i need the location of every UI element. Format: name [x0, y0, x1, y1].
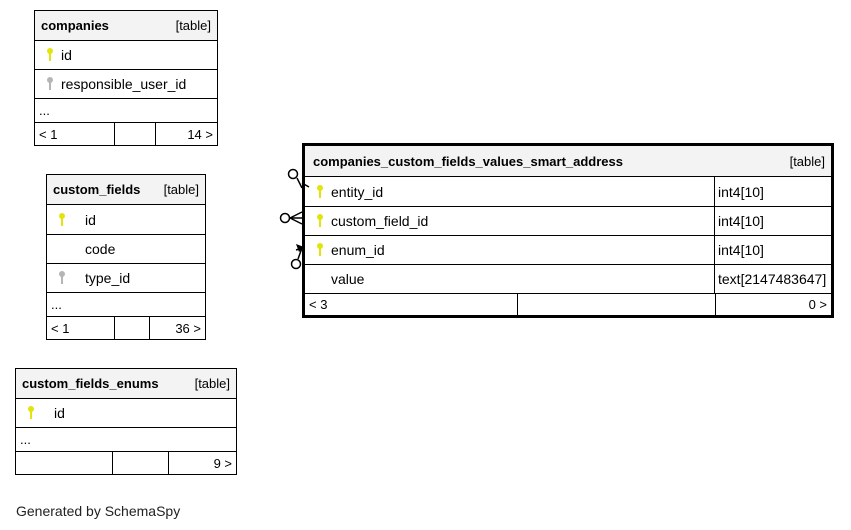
- children-count[interactable]: 14 >: [155, 123, 217, 145]
- footer-spacer: [114, 317, 149, 339]
- foreign-key-icon: [46, 77, 54, 91]
- column-row-enum_id[interactable]: enum_id int4[10]: [305, 236, 831, 265]
- more-columns-ellipsis: ...: [47, 293, 205, 317]
- column-name: code: [85, 241, 116, 257]
- generated-by-note: Generated by SchemaSpy: [16, 503, 181, 519]
- column-row-custom_field_id[interactable]: custom_field_id int4[10]: [305, 207, 831, 236]
- table-type: [table]: [175, 18, 211, 33]
- table-custom-fields[interactable]: custom_fields [table] id code type_id ..…: [46, 174, 206, 340]
- table-name: custom_fields_enums: [22, 376, 159, 391]
- children-count[interactable]: 36 >: [149, 317, 205, 339]
- more-columns-ellipsis: ...: [16, 428, 236, 452]
- column-name: responsible_user_id: [61, 76, 187, 92]
- parents-count[interactable]: < 1: [51, 320, 70, 336]
- more-columns-ellipsis: ...: [35, 99, 217, 123]
- table-companies-custom-fields-values-smart-address[interactable]: companies_custom_fields_values_smart_add…: [302, 143, 834, 318]
- foreign-key-icon: [58, 271, 66, 285]
- parents-count[interactable]: < 3: [309, 297, 328, 312]
- table-footer: 9 >: [16, 452, 236, 474]
- footer-spacer: [112, 452, 168, 474]
- primary-key-icon: [58, 212, 66, 227]
- column-name: entity_id: [331, 183, 384, 200]
- table-footer: < 1 14 >: [35, 123, 217, 145]
- column-row-id[interactable]: id: [47, 205, 205, 235]
- column-name: id: [85, 211, 96, 228]
- table-header: custom_fields [table]: [47, 175, 205, 205]
- table-name: companies: [41, 18, 109, 33]
- column-name: id: [54, 405, 65, 421]
- table-name: custom_fields: [53, 182, 141, 197]
- column-name: enum_id: [331, 242, 385, 258]
- column-row-entity_id[interactable]: entity_id int4[10]: [305, 177, 831, 207]
- optional-relation-circle: [290, 258, 302, 270]
- optional-relation-circle: [287, 168, 299, 180]
- table-footer: < 3 0 >: [305, 294, 831, 315]
- column-name: type_id: [85, 270, 131, 286]
- column-name: custom_field_id: [331, 213, 429, 229]
- table-type: [table]: [194, 376, 230, 391]
- column-row-type_id[interactable]: type_id: [47, 264, 205, 293]
- column-type: text[2147483647]: [718, 271, 827, 287]
- column-type: int4[10]: [718, 183, 764, 200]
- primary-key-icon: [316, 243, 324, 257]
- table-type: [table]: [163, 182, 199, 197]
- parents-count[interactable]: < 1: [39, 126, 58, 142]
- optional-relation-circle: [279, 212, 291, 224]
- column-name: id: [61, 47, 72, 63]
- primary-key-icon: [316, 214, 324, 228]
- table-name: companies_custom_fields_values_smart_add…: [313, 153, 623, 169]
- table-companies[interactable]: companies [table] id responsible_user_id…: [34, 10, 218, 146]
- column-row-responsible_user_id[interactable]: responsible_user_id: [35, 70, 217, 99]
- children-count[interactable]: 0 >: [715, 294, 831, 315]
- children-count[interactable]: 9 >: [168, 452, 236, 474]
- table-custom-fields-enums[interactable]: custom_fields_enums [table] id ... 9 >: [15, 368, 237, 475]
- column-row-id[interactable]: id: [16, 399, 236, 428]
- primary-key-icon: [316, 184, 324, 199]
- column-row-code[interactable]: code: [47, 235, 205, 264]
- table-header: custom_fields_enums [table]: [16, 369, 236, 399]
- table-type: [table]: [789, 153, 825, 169]
- table-footer: < 1 36 >: [47, 317, 205, 339]
- column-name: value: [331, 271, 365, 287]
- footer-spacer: [517, 294, 715, 315]
- primary-key-icon: [46, 48, 54, 62]
- crowfoot-many: [289, 211, 303, 225]
- table-header: companies [table]: [35, 11, 217, 41]
- column-row-id[interactable]: id: [35, 41, 217, 70]
- column-type: int4[10]: [718, 213, 764, 229]
- column-row-value[interactable]: value text[2147483647]: [305, 265, 831, 294]
- parents-count[interactable]: [16, 452, 112, 474]
- column-type: int4[10]: [718, 242, 764, 258]
- primary-key-icon: [27, 406, 35, 420]
- footer-spacer: [114, 123, 155, 145]
- table-header: companies_custom_fields_values_smart_add…: [305, 146, 831, 177]
